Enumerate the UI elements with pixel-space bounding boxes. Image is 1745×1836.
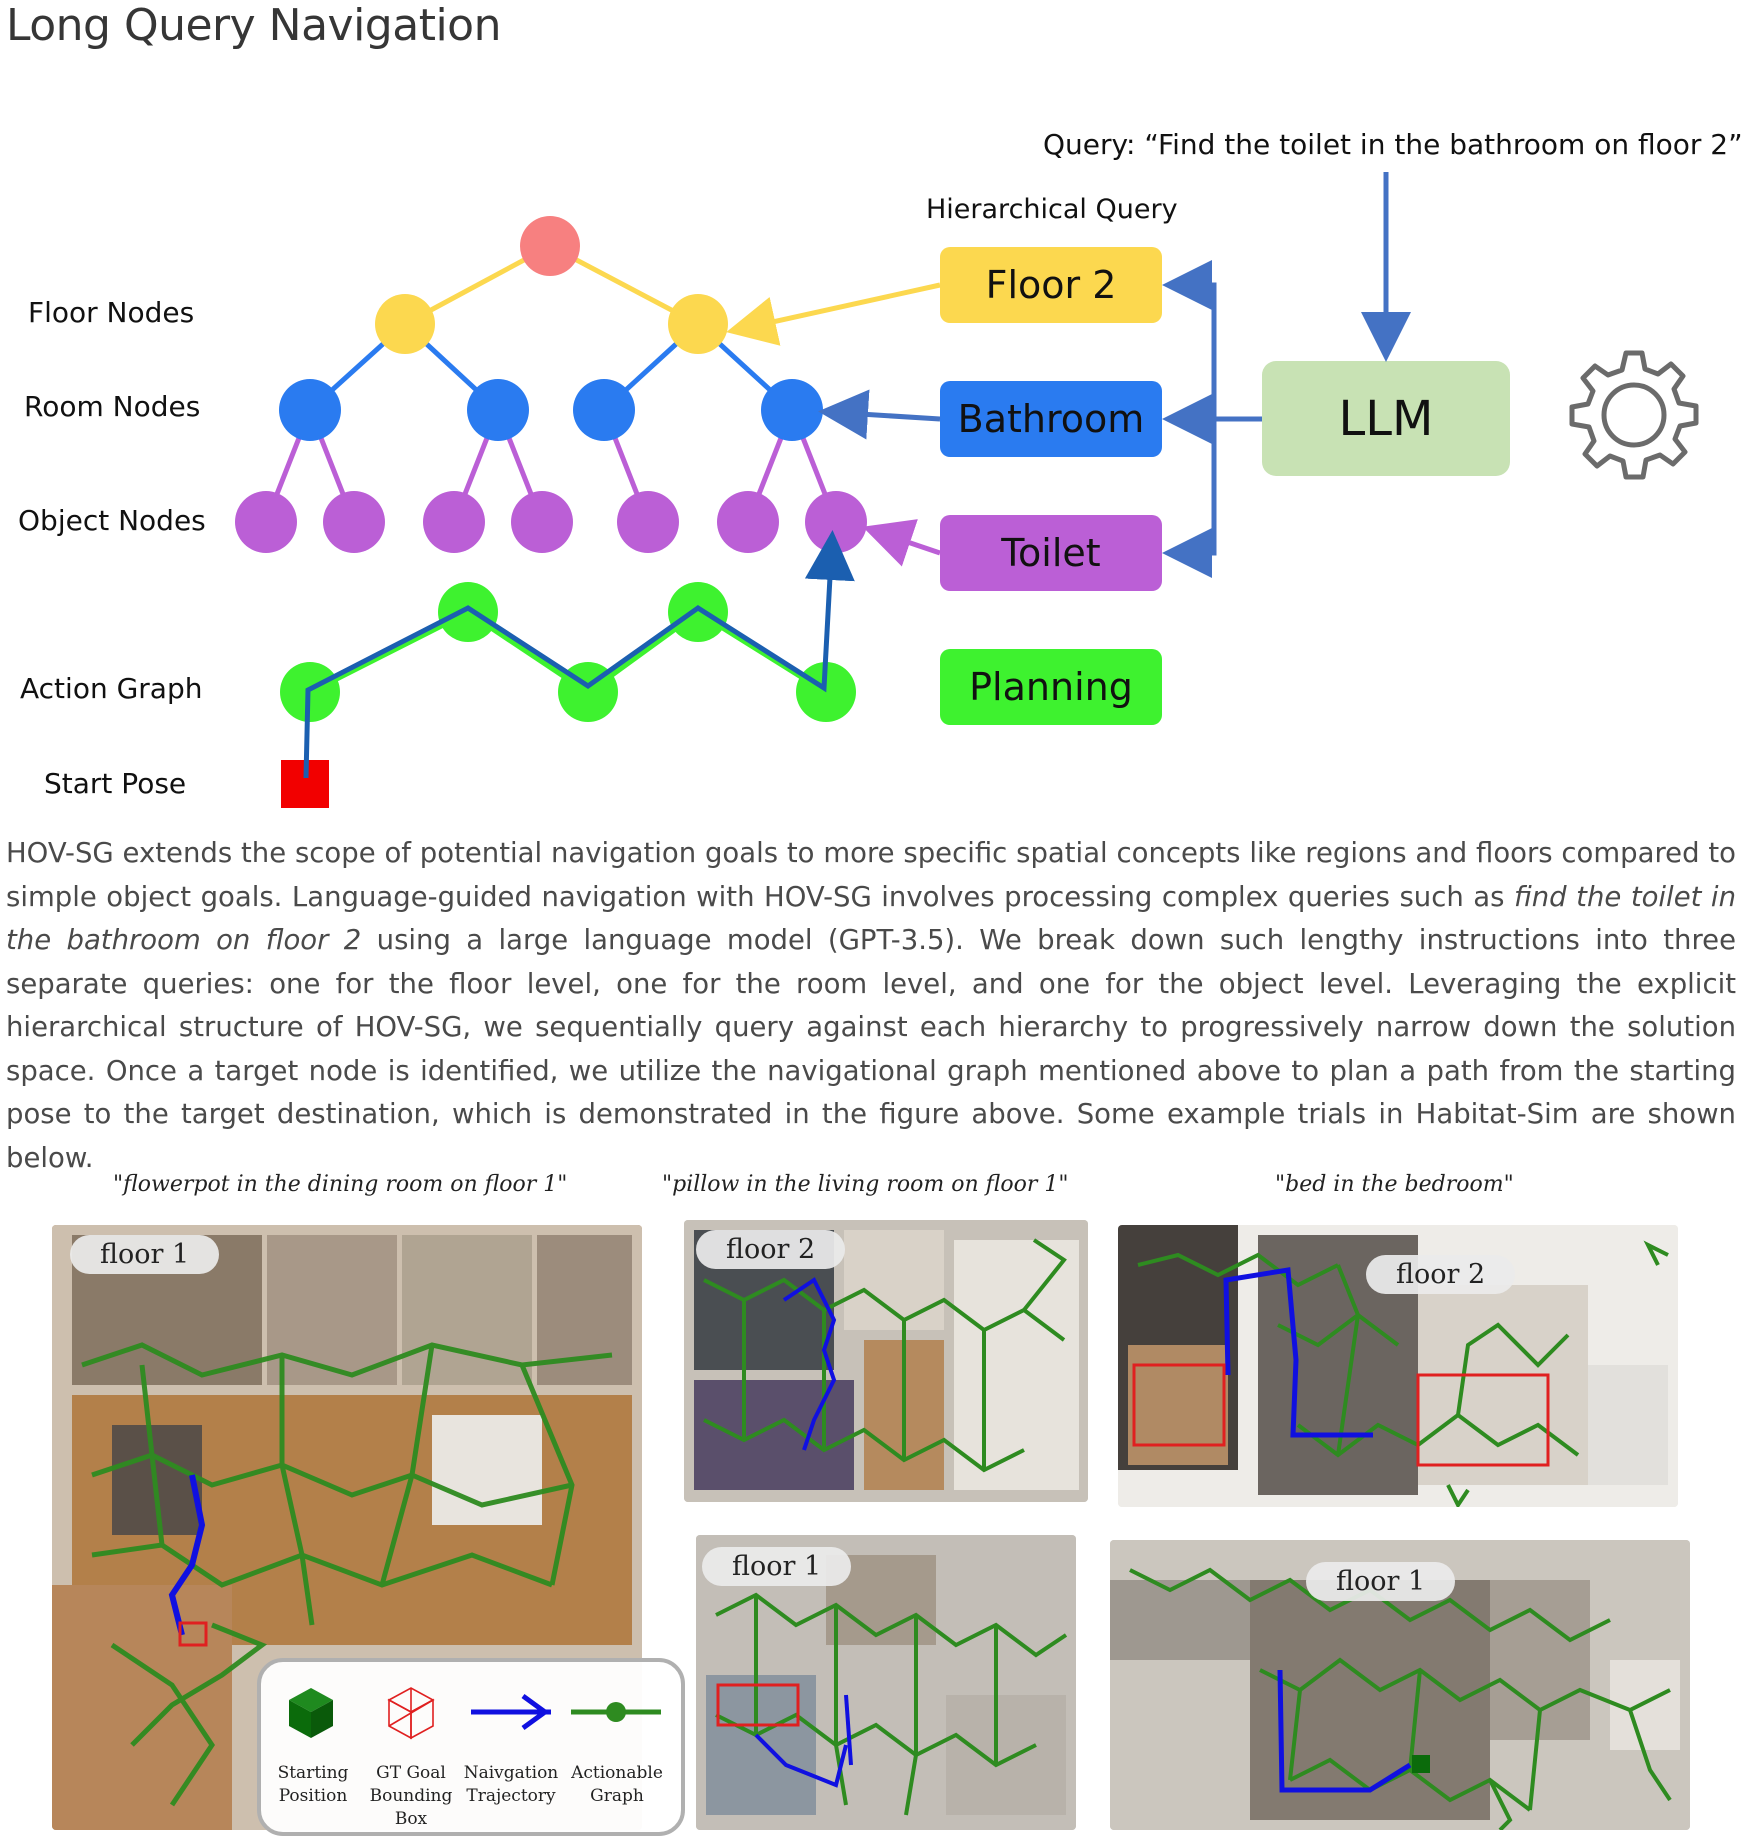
map-bed-floor1: floor 1 — [1110, 1540, 1690, 1830]
floor-tag: floor 2 — [1366, 1255, 1516, 1294]
planned-path — [303, 530, 855, 779]
hierarchical-query-label: Hierarchical Query — [926, 194, 1178, 225]
label-floor-nodes: Floor Nodes — [28, 296, 194, 329]
planning-text: Planning — [969, 665, 1133, 709]
floor-tag: floor 1 — [702, 1547, 852, 1586]
room-query-box — [940, 381, 1162, 457]
floor-node — [375, 294, 435, 354]
map-bed-floor2: floor 2 — [1118, 1225, 1678, 1507]
start-cube-icon — [289, 1688, 333, 1738]
floor-query-box — [940, 247, 1162, 323]
room-node — [573, 379, 635, 441]
legend-starting-position: Starting Position — [277, 1763, 349, 1806]
llm-branch-arrows — [1162, 260, 1262, 578]
floor-tag: floor 2 — [696, 1230, 846, 1269]
hierarchy-diagram: Floor Nodes Room Nodes Object Nodes Acti… — [18, 128, 1743, 808]
object-node — [805, 491, 867, 553]
label-room-nodes: Room Nodes — [24, 390, 200, 423]
llm-text: LLM — [1339, 391, 1434, 447]
floor-query-text: Floor 2 — [986, 263, 1117, 307]
object-node — [323, 491, 385, 553]
planning-box — [940, 649, 1162, 725]
object-node — [617, 491, 679, 553]
room-query-text: Bathroom — [958, 397, 1145, 441]
tree-edges — [263, 243, 839, 523]
map-pillow-floor1: floor 1 — [696, 1535, 1076, 1830]
map-render — [1118, 1225, 1678, 1507]
llm-box — [1262, 361, 1510, 476]
graph-icon — [571, 1702, 661, 1722]
map-render — [696, 1535, 1076, 1830]
object-node — [717, 491, 779, 553]
map-render — [1110, 1540, 1690, 1830]
caption-bed: "bed in the bedroom" — [1275, 1172, 1514, 1197]
floor-node — [668, 294, 728, 354]
description-paragraph: HOV-SG extends the scope of potential na… — [6, 832, 1736, 1180]
legend-symbols — [289, 1687, 661, 1740]
caption-pillow: "pillow in the living room on floor 1" — [662, 1172, 1069, 1197]
paragraph-part-1: HOV-SG extends the scope of potential na… — [6, 837, 1736, 913]
object-query-text: Toilet — [1000, 531, 1100, 575]
object-query-box — [940, 515, 1162, 591]
action-node — [668, 582, 728, 642]
paragraph-query-italic: find the toilet in the bathroom on floor… — [6, 880, 1736, 957]
page-title: Long Query Navigation — [6, 0, 501, 51]
object-arrow — [862, 519, 941, 567]
figure-legend: Starting Position GT Goal Bounding Box N… — [257, 1658, 685, 1836]
legend-graph: Actionable Graph — [571, 1763, 663, 1806]
legend-trajectory: Naivgation Trajectory — [463, 1763, 559, 1806]
map-pillow-floor2: floor 2 — [684, 1220, 1088, 1502]
object-node — [423, 491, 485, 553]
legend-goal-box: GT Goal Bounding Box — [369, 1763, 453, 1829]
floor-tag: floor 1 — [70, 1235, 220, 1274]
object-node — [511, 491, 573, 553]
label-action-graph: Action Graph — [20, 672, 202, 705]
paragraph-part-2: using a large language model (GPT-3.5). … — [6, 924, 1736, 1174]
room-arrow — [818, 389, 941, 440]
label-object-nodes: Object Nodes — [18, 504, 206, 537]
room-node — [761, 379, 823, 441]
gear-icon — [1569, 350, 1699, 480]
label-start-pose: Start Pose — [44, 767, 186, 800]
floor-arrow — [726, 282, 941, 346]
object-node — [235, 491, 297, 553]
query-text: Query: “Find the toilet in the bathroom … — [1043, 128, 1743, 161]
goal-box-icon — [387, 1687, 435, 1740]
floor-tag: floor 1 — [1306, 1562, 1456, 1601]
room-node — [279, 379, 341, 441]
trajectory-arrow-icon — [471, 1693, 551, 1731]
root-node — [520, 216, 580, 276]
action-node — [438, 582, 498, 642]
room-node — [467, 379, 529, 441]
caption-flowerpot: "flowerpot in the dining room on floor 1… — [113, 1172, 568, 1197]
